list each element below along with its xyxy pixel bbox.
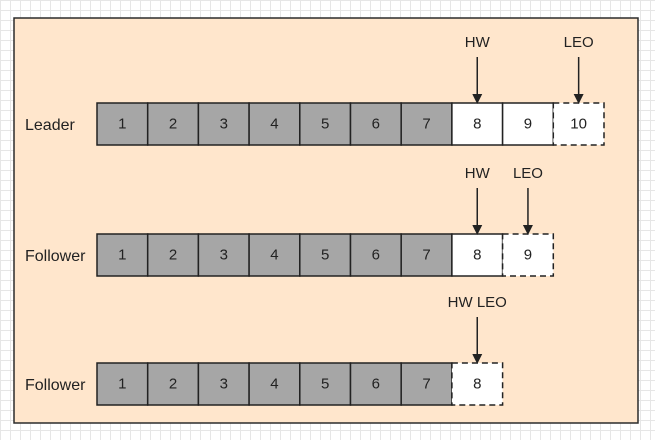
log-cell-committed: 7 bbox=[400, 102, 453, 146]
cell-box bbox=[552, 102, 605, 146]
log-cell-committed: 6 bbox=[349, 233, 402, 277]
log-cell-written: 8 bbox=[451, 102, 504, 146]
log-cell-committed: 1 bbox=[96, 102, 149, 146]
log-cell-committed: 1 bbox=[96, 233, 149, 277]
cell-offset: 6 bbox=[372, 376, 380, 393]
log-cell-committed: 3 bbox=[197, 233, 250, 277]
log-cell-committed: 2 bbox=[146, 102, 200, 146]
log-cell-committed: 5 bbox=[299, 362, 352, 406]
marker-label: LEO bbox=[564, 34, 594, 51]
row-label: Follower bbox=[25, 248, 86, 265]
offset-marker: HW bbox=[465, 165, 491, 235]
log-cell-committed: 6 bbox=[349, 362, 402, 406]
cell-offset: 9 bbox=[524, 116, 532, 133]
cell-offset: 9 bbox=[524, 247, 532, 264]
log-cell-next: 10 bbox=[552, 102, 605, 146]
cell-offset: 7 bbox=[422, 116, 430, 133]
cell-box bbox=[248, 102, 301, 146]
offset-marker: LEO bbox=[564, 34, 594, 104]
log-cell-committed: 4 bbox=[248, 233, 301, 277]
log-cell-committed: 2 bbox=[146, 362, 200, 406]
log-cell-next: 9 bbox=[501, 233, 555, 277]
log-cell-committed: 3 bbox=[197, 362, 250, 406]
cell-offset: 6 bbox=[372, 247, 380, 264]
cell-offset: 2 bbox=[169, 247, 177, 264]
marker-label: LEO bbox=[513, 165, 543, 182]
cell-box bbox=[248, 233, 301, 277]
cell-offset: 8 bbox=[473, 247, 481, 264]
cell-box bbox=[146, 362, 200, 406]
cell-offset: 7 bbox=[422, 247, 430, 264]
cell-box bbox=[197, 233, 250, 277]
cell-box bbox=[197, 102, 250, 146]
cell-box bbox=[349, 362, 402, 406]
cell-offset: 2 bbox=[169, 376, 177, 393]
cell-offset: 1 bbox=[118, 376, 126, 393]
cell-box bbox=[299, 233, 352, 277]
log-row: Leader 1 2 3 4 5 6 7 8 9 10 HW LEO bbox=[25, 34, 605, 146]
log-cell-written: 9 bbox=[501, 102, 555, 146]
cell-offset: 3 bbox=[220, 247, 228, 264]
cell-offset: 10 bbox=[570, 116, 587, 133]
offset-marker: HW bbox=[465, 34, 491, 104]
cell-offset: 1 bbox=[118, 116, 126, 133]
offset-marker: LEO bbox=[513, 165, 543, 235]
cell-box bbox=[349, 102, 402, 146]
cell-offset: 5 bbox=[321, 116, 329, 133]
log-cell-committed: 7 bbox=[400, 233, 453, 277]
diagram-frame bbox=[13, 17, 639, 424]
cell-offset: 5 bbox=[321, 247, 329, 264]
cell-offset: 4 bbox=[270, 116, 278, 133]
cell-box bbox=[146, 102, 200, 146]
log-cell-written: 8 bbox=[451, 233, 504, 277]
log-row: Follower 1 2 3 4 5 6 7 8 9 HW LEO bbox=[25, 165, 555, 277]
cell-offset: 8 bbox=[473, 116, 481, 133]
cell-box bbox=[451, 233, 504, 277]
cell-box bbox=[197, 362, 250, 406]
log-cell-committed: 4 bbox=[248, 102, 301, 146]
log-cell-next: 8 bbox=[451, 362, 504, 406]
cell-offset: 8 bbox=[473, 376, 481, 393]
cell-box bbox=[299, 102, 352, 146]
log-row: Follower 1 2 3 4 5 6 7 8 HW LEO bbox=[25, 294, 507, 406]
row-label: Follower bbox=[25, 377, 86, 394]
marker-label: HW bbox=[465, 165, 491, 182]
cell-offset: 4 bbox=[270, 247, 278, 264]
cell-offset: 3 bbox=[220, 376, 228, 393]
marker-label: HW bbox=[465, 34, 491, 51]
cell-box bbox=[400, 233, 453, 277]
log-cell-committed: 5 bbox=[299, 102, 352, 146]
cell-box bbox=[96, 102, 149, 146]
cell-box bbox=[501, 233, 555, 277]
cell-offset: 1 bbox=[118, 247, 126, 264]
log-cell-committed: 6 bbox=[349, 102, 402, 146]
cell-box bbox=[400, 102, 453, 146]
log-cell-committed: 5 bbox=[299, 233, 352, 277]
cell-offset: 4 bbox=[270, 376, 278, 393]
cell-offset: 6 bbox=[372, 116, 380, 133]
row-label: Leader bbox=[25, 117, 75, 134]
log-cell-committed: 2 bbox=[146, 233, 200, 277]
log-cell-committed: 4 bbox=[248, 362, 301, 406]
marker-label: HW LEO bbox=[448, 294, 507, 311]
cell-offset: 7 bbox=[422, 376, 430, 393]
offset-marker: HW LEO bbox=[448, 294, 507, 364]
cell-offset: 3 bbox=[220, 116, 228, 133]
cell-box bbox=[96, 362, 149, 406]
log-cell-committed: 7 bbox=[400, 362, 453, 406]
cell-offset: 5 bbox=[321, 376, 329, 393]
log-cell-committed: 3 bbox=[197, 102, 250, 146]
cell-offset: 2 bbox=[169, 116, 177, 133]
log-cell-committed: 1 bbox=[96, 362, 149, 406]
